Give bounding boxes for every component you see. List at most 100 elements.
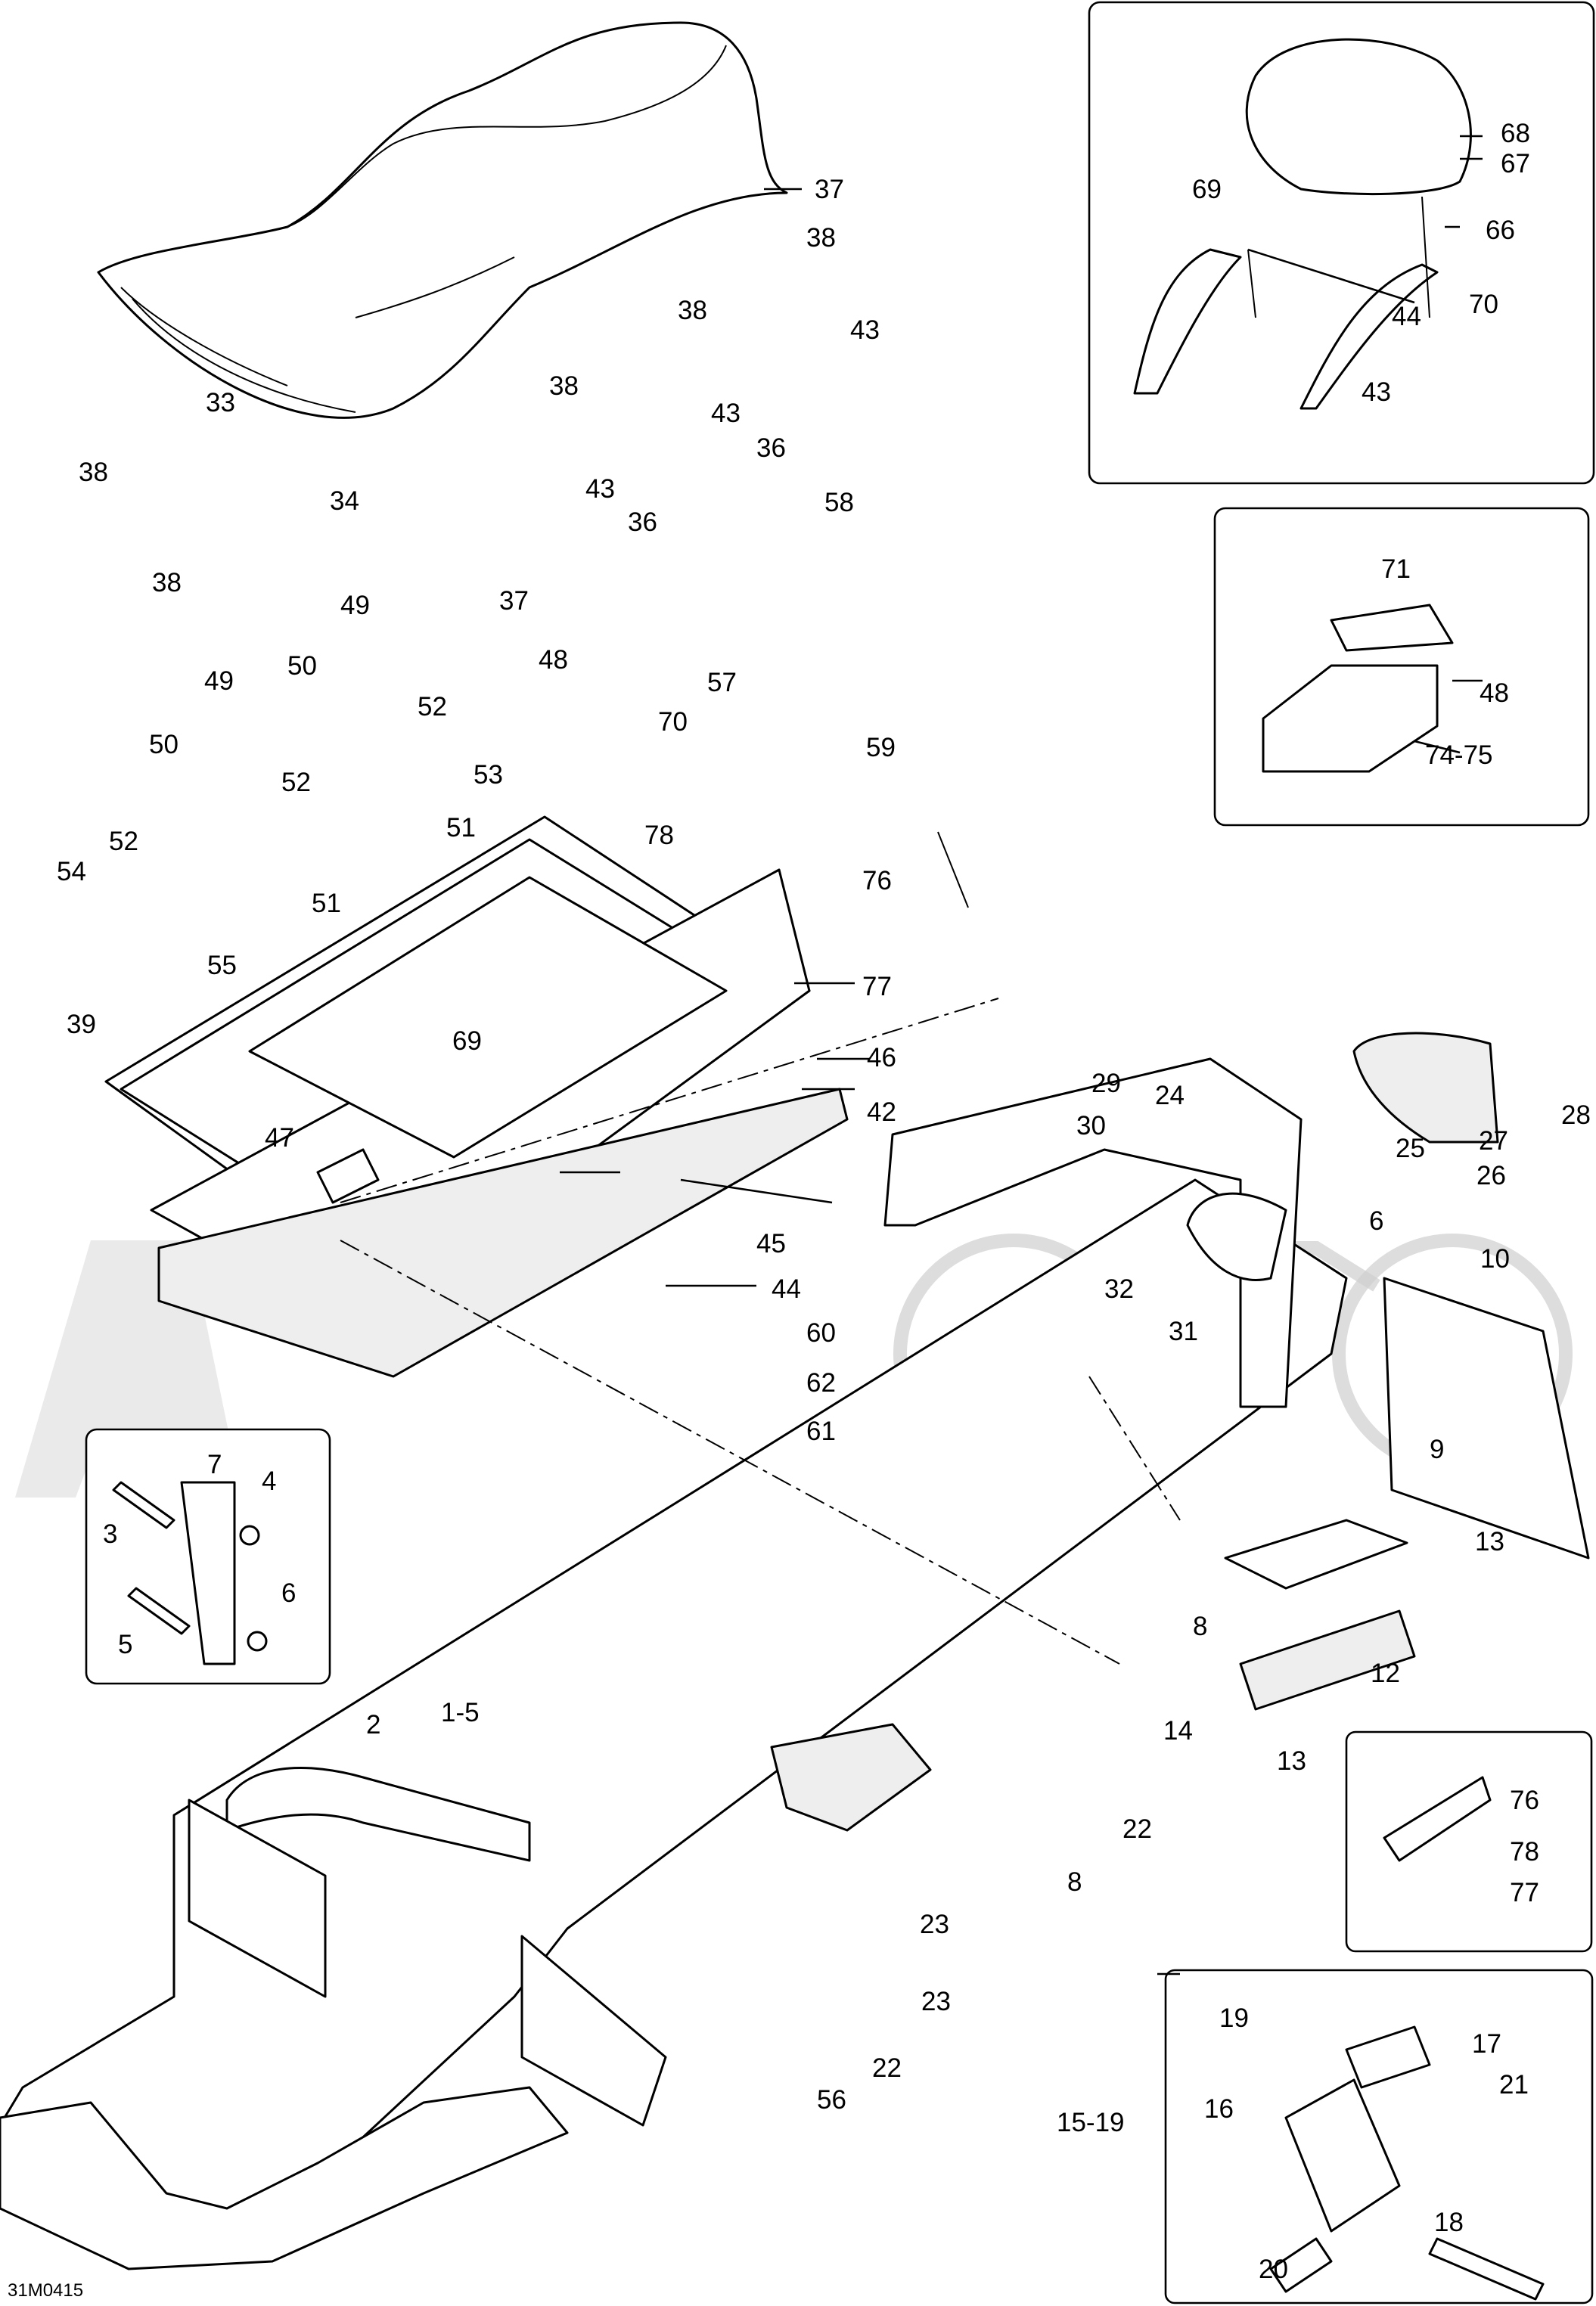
callout-30: 28 — [1561, 1100, 1591, 1130]
callout-21: 21 — [1499, 2070, 1529, 2100]
callout-57: 54 — [57, 857, 86, 886]
hitch-kit-drawing — [1269, 2025, 1545, 2301]
callout-53b: 50 — [149, 730, 179, 759]
callout-37: 37 — [815, 175, 844, 204]
callout-65: 62 — [806, 1368, 836, 1398]
callout-66: 66 — [1486, 216, 1515, 245]
callout-6a: 6 — [1369, 1206, 1383, 1236]
inset-bracket-kit — [1345, 1730, 1593, 1953]
callout-46b: 43 — [711, 399, 741, 428]
storage-bag-drawing — [1262, 604, 1454, 773]
callout-22: 22 — [1122, 1814, 1152, 1844]
callout-76: 76 — [1510, 1786, 1539, 1815]
frame-drawing — [0, 831, 1590, 2270]
callout-labels: 37 33 34 38 38 38 38 43 43 43 36 36 37 3… — [57, 119, 1591, 2284]
callout-55b: 52 — [281, 768, 311, 797]
callout-54a: 51 — [446, 813, 476, 843]
callout-17: 17 — [1472, 2029, 1501, 2059]
callout-48: 45 — [756, 1229, 786, 1259]
callout-79: 76 — [862, 866, 892, 895]
callout-45: 42 — [867, 1097, 896, 1127]
callout-60: 57 — [707, 668, 737, 697]
callout-58: 55 — [207, 951, 237, 980]
backrest-drawing — [1133, 38, 1472, 410]
callout-77: 77 — [1510, 1878, 1539, 1907]
callout-55c: 52 — [109, 827, 138, 856]
callout-38b: 36 — [628, 507, 657, 537]
callout-70: 70 — [1469, 290, 1498, 319]
callout-62: 59 — [866, 733, 896, 762]
callout-34: 32 — [1104, 1274, 1134, 1304]
callout-41d: 38 — [152, 568, 182, 597]
callout-55a: 52 — [418, 692, 447, 722]
callout-71: 71 — [1381, 554, 1411, 584]
callout-42: 39 — [67, 1010, 96, 1039]
callout-26: 24 — [1155, 1081, 1185, 1110]
callout-52b: 49 — [204, 666, 234, 696]
callout-35: 33 — [206, 388, 235, 417]
callout-48b: 48 — [1480, 678, 1509, 708]
callout-46a: 43 — [850, 315, 880, 345]
callout-13b: 13 — [1277, 1746, 1306, 1776]
callout-44: 44 — [1392, 302, 1421, 331]
callout-52a: 49 — [340, 591, 370, 620]
callout-33: 31 — [1169, 1317, 1198, 1346]
diagram-code: 31M0415 — [8, 2280, 83, 2301]
callout-27: 25 — [1396, 1134, 1425, 1163]
callout-43: 43 — [1362, 377, 1391, 407]
callout-6b: 6 — [281, 1578, 296, 1608]
callout-59: 56 — [817, 2085, 846, 2115]
callout-31: 29 — [1091, 1069, 1121, 1098]
callout-68: 68 — [1501, 119, 1530, 148]
callout-50: 47 — [265, 1123, 294, 1153]
callout-56: 53 — [474, 760, 503, 790]
callout-20: 20 — [1259, 2255, 1288, 2284]
callout-47: 44 — [772, 1274, 801, 1304]
callout-1-5: 1-5 — [441, 1698, 480, 1727]
callout-39: 37 — [499, 586, 529, 616]
callout-64: 61 — [806, 1417, 836, 1446]
callout-24: 23 — [920, 1910, 949, 1939]
callout-40: 38 — [79, 458, 108, 487]
callout-41c: 38 — [549, 371, 579, 401]
callout-13a: 13 — [1475, 1527, 1504, 1556]
callout-73: 70 — [658, 707, 688, 737]
callout-46c: 43 — [585, 474, 615, 504]
fastener-kit-drawing — [112, 1481, 268, 1665]
callout-61: 58 — [824, 488, 854, 517]
seat-drawing — [97, 21, 788, 419]
callout-7: 7 — [207, 1450, 222, 1479]
callout-14: 14 — [1163, 1716, 1193, 1746]
callout-74-75: 74-75 — [1425, 740, 1493, 770]
callout-51: 48 — [539, 645, 568, 675]
callout-38a: 36 — [756, 433, 786, 463]
callout-2: 2 — [366, 1710, 380, 1740]
callout-leaders — [560, 135, 1483, 1975]
callout-16: 16 — [1204, 2094, 1234, 2124]
callout-23: 22 — [872, 2053, 902, 2083]
callout-78: 78 — [1510, 1837, 1539, 1867]
callout-81: 78 — [644, 821, 674, 850]
callout-9: 9 — [1430, 1435, 1444, 1464]
callout-32: 30 — [1076, 1111, 1106, 1141]
callout-80: 77 — [862, 972, 892, 1001]
callout-41b: 38 — [678, 296, 707, 325]
callout-19: 19 — [1219, 2003, 1249, 2033]
callout-49: 46 — [867, 1043, 896, 1072]
callout-41a: 38 — [806, 223, 836, 253]
callout-67: 67 — [1501, 149, 1530, 178]
callout-8: 8 — [1067, 1867, 1082, 1897]
callout-25: 23 — [921, 1987, 951, 2016]
callout-15-19: 15-19 — [1057, 2108, 1125, 2137]
callout-36: 34 — [330, 486, 359, 516]
callout-11: 10 — [1480, 1244, 1510, 1274]
callout-63: 60 — [806, 1318, 836, 1348]
bracket-kit-drawing — [1383, 1776, 1492, 1862]
callout-29: 27 — [1479, 1126, 1508, 1156]
callout-28: 26 — [1476, 1161, 1506, 1190]
callout-4: 4 — [262, 1466, 276, 1496]
callout-18: 18 — [1434, 2208, 1464, 2237]
callout-3: 3 — [103, 1519, 117, 1549]
storage-box-drawing — [104, 815, 849, 1378]
